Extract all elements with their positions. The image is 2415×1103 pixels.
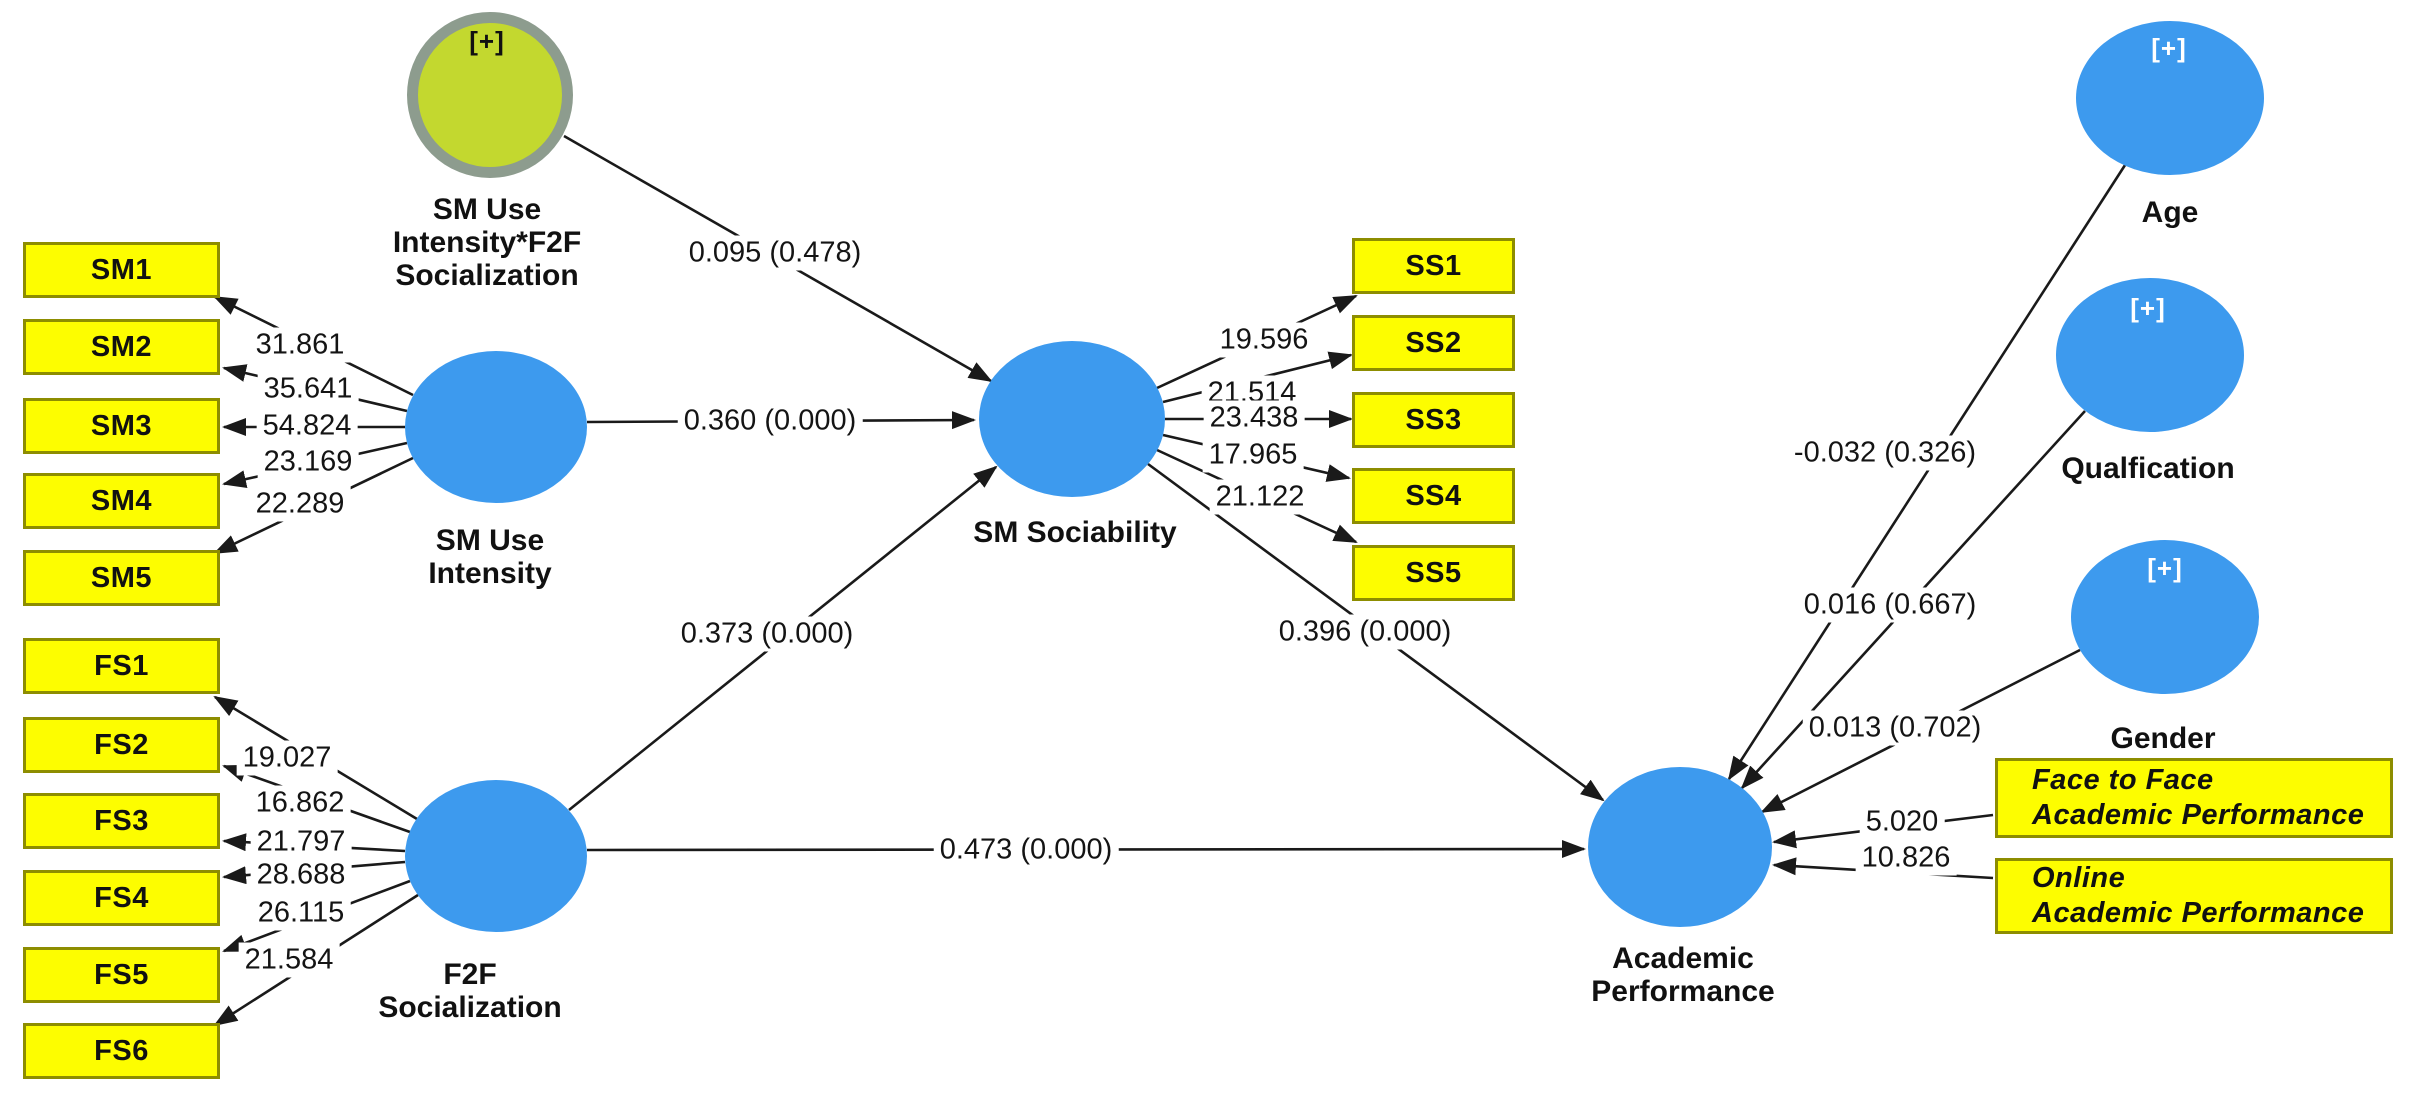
indicator-label-ss2: SS2 bbox=[1405, 326, 1462, 359]
loading-value-f2f-socialization-to-fs4: 28.688 bbox=[250, 857, 352, 893]
indicator-box-sm5[interactable]: SM5 bbox=[23, 550, 220, 606]
loading-value-sm-sociability-to-ss1: 19.596 bbox=[1213, 322, 1315, 358]
indicator-label-sm3: SM3 bbox=[90, 409, 153, 442]
indicator-label-sm1: SM1 bbox=[90, 253, 153, 286]
indicator-label-fs2: FS2 bbox=[94, 728, 149, 761]
indicator-box-sm1[interactable]: SM1 bbox=[23, 242, 220, 298]
indicator-label-sm4: SM4 bbox=[90, 484, 153, 517]
indicator-box-fs3[interactable]: FS3 bbox=[23, 793, 220, 849]
indicator-box-ss5[interactable]: SS5 bbox=[1352, 545, 1515, 601]
indicator-box-sm2[interactable]: SM2 bbox=[23, 319, 220, 375]
indicator-box-fs5[interactable]: FS5 bbox=[23, 947, 220, 1003]
indicator-box-face-to-face-academic-performance[interactable]: Face to Face Academic Performance bbox=[1995, 758, 2393, 838]
loading-value-sm-sociability-to-ss4: 17.965 bbox=[1202, 437, 1304, 473]
indicator-box-ss4[interactable]: SS4 bbox=[1352, 468, 1515, 524]
indicator-label-ss4: SS4 bbox=[1405, 479, 1462, 512]
indicator-label-sm5: SM5 bbox=[90, 561, 153, 594]
path-arrow-age-to-academic-performance[interactable] bbox=[1727, 161, 2129, 781]
latent-label-gender: Gender bbox=[2110, 722, 2216, 755]
path-coefficient-moderator-to-sm-sociability: 0.095 (0.478) bbox=[682, 235, 868, 271]
latent-node-f2f-socialization[interactable] bbox=[405, 780, 587, 932]
indicator-box-online-academic-performance[interactable]: Online Academic Performance bbox=[1995, 858, 2393, 934]
expand-plus-icon-qualification[interactable]: [+] bbox=[2130, 293, 2166, 323]
latent-label-sm-sociability: SM Sociability bbox=[973, 516, 1177, 549]
path-coefficient-sm-use-intensity-to-sm-sociability: 0.360 (0.000) bbox=[677, 403, 863, 439]
loading-value-f2f-socialization-to-fs1: 19.027 bbox=[236, 740, 338, 776]
latent-node-moderator-sm-use-intensity-f2f[interactable] bbox=[407, 12, 573, 178]
indicator-label-sm2: SM2 bbox=[90, 330, 153, 363]
latent-node-gender[interactable] bbox=[2071, 540, 2259, 694]
latent-label-moderator-sm-use-intensity-f2f: SM Use Intensity*F2F Socialization bbox=[392, 193, 582, 292]
indicator-label-fs5: FS5 bbox=[94, 958, 149, 991]
latent-label-f2f-socialization: F2F Socialization bbox=[378, 958, 562, 1024]
loading-value-sm-use-intensity-to-sm1: 31.861 bbox=[249, 327, 351, 363]
indicator-box-ss1[interactable]: SS1 bbox=[1352, 238, 1515, 294]
indicator-label-fs1: FS1 bbox=[94, 649, 149, 682]
path-coefficient-qualification-to-academic-performance: 0.016 (0.667) bbox=[1797, 587, 1983, 623]
loading-value-sm-sociability-to-ss3: 23.438 bbox=[1203, 400, 1305, 436]
path-coefficient-f2f-socialization-to-academic-performance: 0.473 (0.000) bbox=[933, 832, 1119, 868]
latent-node-sm-use-intensity[interactable] bbox=[405, 351, 587, 503]
indicator-box-fs6[interactable]: FS6 bbox=[23, 1023, 220, 1079]
loading-value-sm-sociability-to-ss5: 21.122 bbox=[1209, 479, 1311, 515]
path-coefficient-gender-to-academic-performance: 0.013 (0.702) bbox=[1802, 710, 1988, 746]
path-coefficient-sm-sociability-to-academic-performance: 0.396 (0.000) bbox=[1272, 614, 1458, 650]
loading-value-f2f-socialization-to-fs6: 21.584 bbox=[238, 942, 340, 978]
latent-label-sm-use-intensity: SM Use Intensity bbox=[428, 524, 552, 590]
indicator-box-fs4[interactable]: FS4 bbox=[23, 870, 220, 926]
indicator-label-fs3: FS3 bbox=[94, 804, 149, 837]
indicator-label-ss5: SS5 bbox=[1405, 556, 1462, 589]
expand-plus-icon-gender[interactable]: [+] bbox=[2147, 553, 2183, 583]
indicator-box-fs1[interactable]: FS1 bbox=[23, 638, 220, 694]
loading-value-f2f-socialization-to-fs5: 26.115 bbox=[251, 895, 351, 931]
indicator-box-sm3[interactable]: SM3 bbox=[23, 398, 220, 454]
expand-plus-icon-moderator-sm-use-intensity-f2f[interactable]: [+] bbox=[469, 26, 505, 56]
latent-node-age[interactable] bbox=[2076, 21, 2264, 175]
path-coefficient-age-to-academic-performance: -0.032 (0.326) bbox=[1787, 435, 1983, 471]
indicator-label-online-academic-performance: Online Academic Performance bbox=[2032, 861, 2365, 929]
loading-value-sm-use-intensity-to-sm2: 35.641 bbox=[257, 371, 359, 407]
indicator-label-fs6: FS6 bbox=[94, 1034, 149, 1067]
indicator-box-ss3[interactable]: SS3 bbox=[1352, 392, 1515, 448]
indicator-label-fs4: FS4 bbox=[94, 881, 149, 914]
path-coefficient-face-to-face-to-academic-performance: 5.020 bbox=[1859, 804, 1945, 840]
indicator-box-sm4[interactable]: SM4 bbox=[23, 473, 220, 529]
latent-label-age: Age bbox=[2141, 196, 2199, 229]
indicator-label-ss3: SS3 bbox=[1405, 403, 1462, 436]
latent-node-academic-performance[interactable] bbox=[1588, 767, 1772, 927]
latent-label-qualification: Qualfication bbox=[2061, 452, 2235, 485]
indicator-box-fs2[interactable]: FS2 bbox=[23, 717, 220, 773]
latent-node-sm-sociability[interactable] bbox=[979, 341, 1165, 497]
loading-value-f2f-socialization-to-fs2: 16.862 bbox=[249, 785, 351, 821]
loading-value-sm-use-intensity-to-sm5: 22.289 bbox=[249, 486, 351, 522]
expand-plus-icon-age[interactable]: [+] bbox=[2151, 33, 2187, 63]
indicator-label-face-to-face-academic-performance: Face to Face Academic Performance bbox=[2032, 763, 2365, 831]
indicator-box-ss2[interactable]: SS2 bbox=[1352, 315, 1515, 371]
path-coefficient-online-to-academic-performance: 10.826 bbox=[1855, 840, 1957, 876]
loading-value-sm-use-intensity-to-sm4: 23.169 bbox=[257, 444, 359, 480]
loading-value-sm-use-intensity-to-sm3: 54.824 bbox=[256, 408, 358, 444]
indicator-label-ss1: SS1 bbox=[1405, 249, 1462, 282]
latent-label-academic-performance: Academic Performance bbox=[1591, 942, 1775, 1008]
path-coefficient-f2f-socialization-to-sm-sociability: 0.373 (0.000) bbox=[674, 616, 860, 652]
latent-node-qualification[interactable] bbox=[2056, 278, 2244, 432]
loading-value-f2f-socialization-to-fs3: 21.797 bbox=[250, 824, 352, 860]
